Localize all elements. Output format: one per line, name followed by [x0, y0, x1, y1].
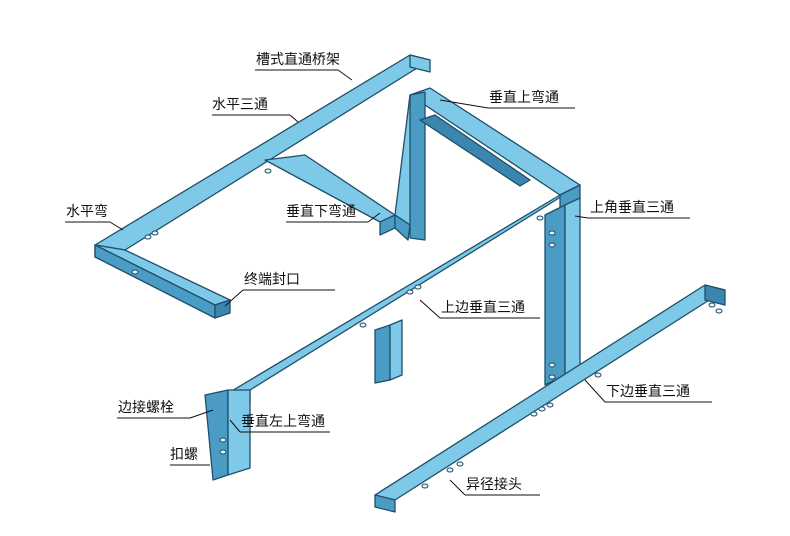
label-edge-connecting-bolt: 边接螺栓 — [118, 400, 174, 416]
upper-side-vertical-tee — [374, 319, 403, 384]
upper-corner-vertical-tee — [544, 197, 581, 386]
horizontal-bend-tray — [94, 244, 231, 319]
label-vertical-left-up-bend: 垂直左上弯通 — [241, 414, 325, 430]
vertical-left-up-bend — [204, 389, 251, 481]
label-lower-side-vertical-tee: 下边垂直三通 — [606, 384, 690, 400]
label-upper-side-vertical-tee: 上边垂直三通 — [441, 300, 525, 316]
label-trough-straight: 槽式直通桥架 — [256, 52, 340, 68]
label-horizontal-tee: 水平三通 — [212, 97, 268, 113]
label-vertical-up-bend: 垂直上弯通 — [489, 90, 559, 106]
label-upper-corner-vertical-tee: 上角垂直三通 — [590, 200, 674, 216]
vertical-up-bend — [409, 87, 581, 241]
label-end-cap: 终端封口 — [244, 272, 300, 288]
label-buckle-screw: 扣螺 — [170, 447, 198, 463]
label-horizontal-bend: 水平弯 — [66, 204, 108, 220]
label-reducer-joint: 异径接头 — [466, 477, 522, 493]
bolt-holes — [131, 168, 723, 489]
label-vertical-down-bend: 垂直下弯通 — [286, 204, 356, 220]
leader-lines — [65, 69, 712, 496]
lower-side-tray — [374, 284, 726, 513]
